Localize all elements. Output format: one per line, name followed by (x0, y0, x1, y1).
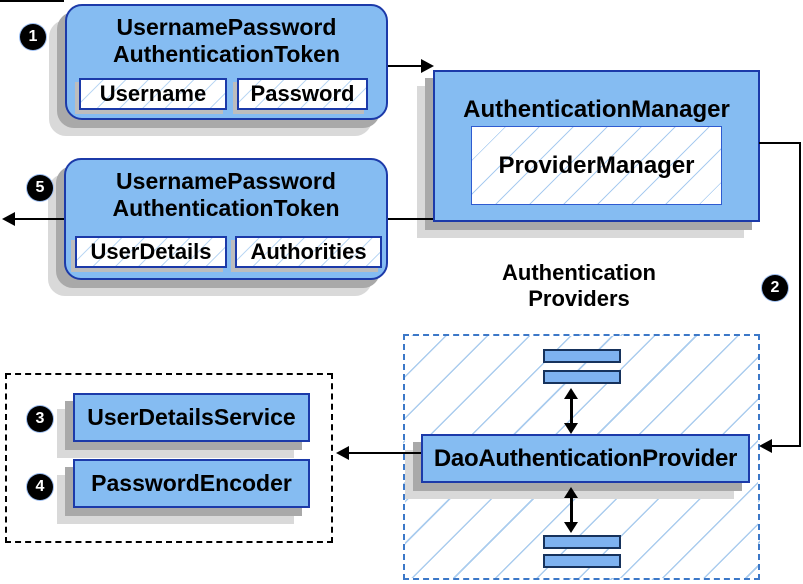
result-token-title-line1: UsernamePassword (116, 168, 336, 194)
provider-placeholder-bar (543, 554, 621, 568)
result-token-title-line2: AuthenticationToken (112, 195, 340, 221)
authorities-field-box: Authorities (235, 236, 382, 268)
connector-step5-outgoing (10, 218, 64, 220)
arrowhead-into-dao-provider-icon (759, 439, 772, 453)
double-arrow-top-up-icon (564, 388, 578, 399)
dao-authentication-provider-box: DaoAuthenticationProvider (421, 434, 750, 483)
authentication-providers-label: Authentication Providers (449, 260, 709, 312)
password-field-box: Password (237, 78, 368, 110)
user-details-service-box: UserDetailsService (73, 393, 310, 442)
password-encoder-box: PasswordEncoder (73, 459, 310, 508)
provider-placeholder-bar (543, 370, 621, 384)
connector-step1-incoming (0, 0, 64, 2)
step-badge-2: 2 (762, 275, 788, 301)
step-badge-1: 1 (20, 24, 46, 50)
authentication-manager-title: AuthenticationManager (463, 96, 730, 123)
connector-manager-to-result-token (388, 218, 433, 220)
connector-step2-bottom (772, 445, 801, 447)
double-arrow-bottom-shaft (570, 496, 573, 524)
providers-label-line2: Providers (528, 286, 630, 311)
result-token-title: UsernamePassword AuthenticationToken (66, 160, 386, 222)
username-field-box: Username (79, 78, 227, 110)
double-arrow-top-shaft (570, 397, 573, 425)
step-badge-5: 5 (27, 175, 53, 201)
arrowhead-step5-left-icon (2, 212, 15, 226)
connector-dao-to-services (349, 452, 421, 454)
step-badge-3: 3 (27, 406, 53, 432)
double-arrow-bottom-up-icon (564, 487, 578, 498)
request-token-title: UsernamePassword AuthenticationToken (67, 6, 386, 68)
request-token-title-line2: AuthenticationToken (112, 41, 340, 67)
arrowhead-into-authentication-manager-icon (421, 59, 434, 73)
connector-step1-to-manager (388, 65, 422, 67)
double-arrow-top-down-icon (564, 423, 578, 434)
provider-placeholder-bar (543, 349, 621, 363)
connector-step2-top (759, 142, 801, 144)
arrowhead-into-services-icon (336, 446, 349, 460)
provider-manager-box: ProviderManager (471, 126, 722, 205)
provider-placeholder-bar (543, 535, 621, 549)
userdetails-field-box: UserDetails (75, 236, 227, 268)
step-badge-4: 4 (27, 474, 53, 500)
double-arrow-bottom-down-icon (564, 522, 578, 533)
connector-step2-vertical (799, 142, 801, 447)
providers-label-line1: Authentication (502, 260, 656, 285)
request-token-title-line1: UsernamePassword (116, 14, 337, 40)
